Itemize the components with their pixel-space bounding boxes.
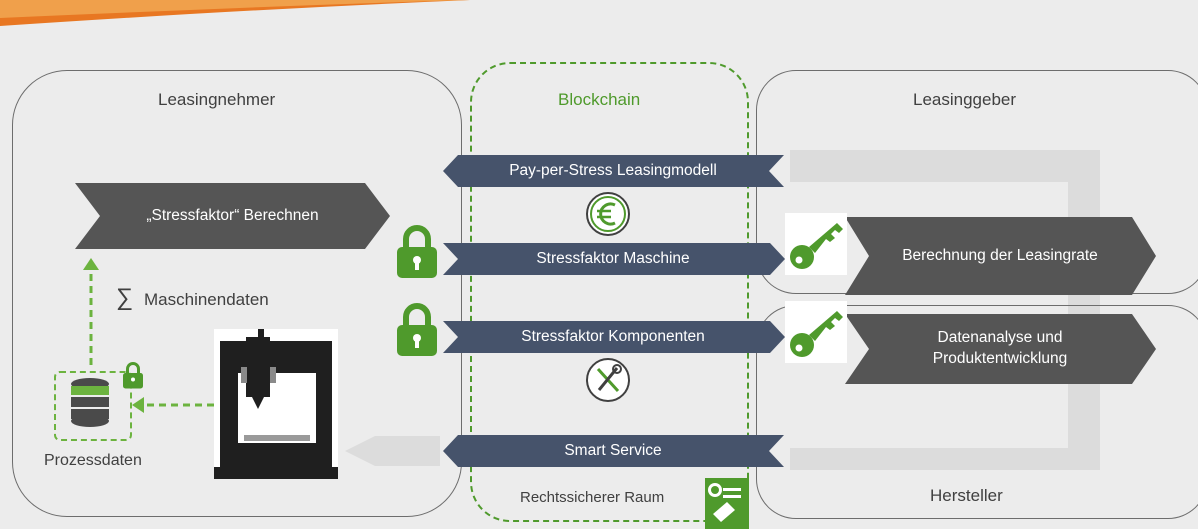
contract-icon [705,478,749,529]
manufacturer-box [756,305,1198,519]
stress-components-arrow [443,321,785,353]
lock-icon-data [123,362,143,389]
leasing-rate-label: Berechnung der Leasingrate [902,246,1098,264]
stress-machine-label: Stressfaktor Maschine [536,249,690,267]
key-icon-analysis [785,301,847,363]
lessee-title: Leasingnehmer [158,90,276,109]
header-swoosh [0,0,470,26]
compute-stress-arrow [75,183,390,249]
pay-per-stress-label: Pay-per-Stress Leasingmodell [509,161,717,179]
secure-space-label: Rechtssicherer Raum [520,489,665,506]
stress-components-label: Stressfaktor Komponenten [521,327,705,345]
analysis-line-1: Datenanalyse und [937,329,1063,347]
tools-icon [586,358,630,402]
database-box [54,371,132,441]
lessee-box [12,70,462,517]
analysis-arrow [845,314,1156,384]
analysis-line-2: Produktentwicklung [932,350,1068,367]
smart-service-arrow [443,435,784,467]
compute-stress-label: „Stressfaktor“ Berechnen [146,206,319,224]
euro-icon [586,192,630,236]
smart-service-label: Smart Service [564,441,662,459]
sum-symbol: ∑ [116,284,134,311]
database-icon [71,378,109,427]
lock-icon-components [397,303,437,356]
machine-data-label: Maschinendaten [144,290,269,309]
cnc-machine-icon [214,329,338,479]
lessor-title: Leasinggeber [913,90,1017,109]
key-icon-leasing [785,213,847,275]
stress-machine-arrow [443,243,785,275]
manufacturer-title: Hersteller [930,486,1003,505]
analysis-label: Datenanalyse und Produktentwicklung [865,314,1135,384]
leasing-rate-arrow [845,217,1156,295]
blockchain-box [470,62,749,522]
lock-icon-machine [397,225,437,278]
process-data-label: Prozessdaten [44,452,142,469]
blockchain-title: Blockchain [558,90,641,109]
pay-per-stress-arrow [443,155,784,187]
